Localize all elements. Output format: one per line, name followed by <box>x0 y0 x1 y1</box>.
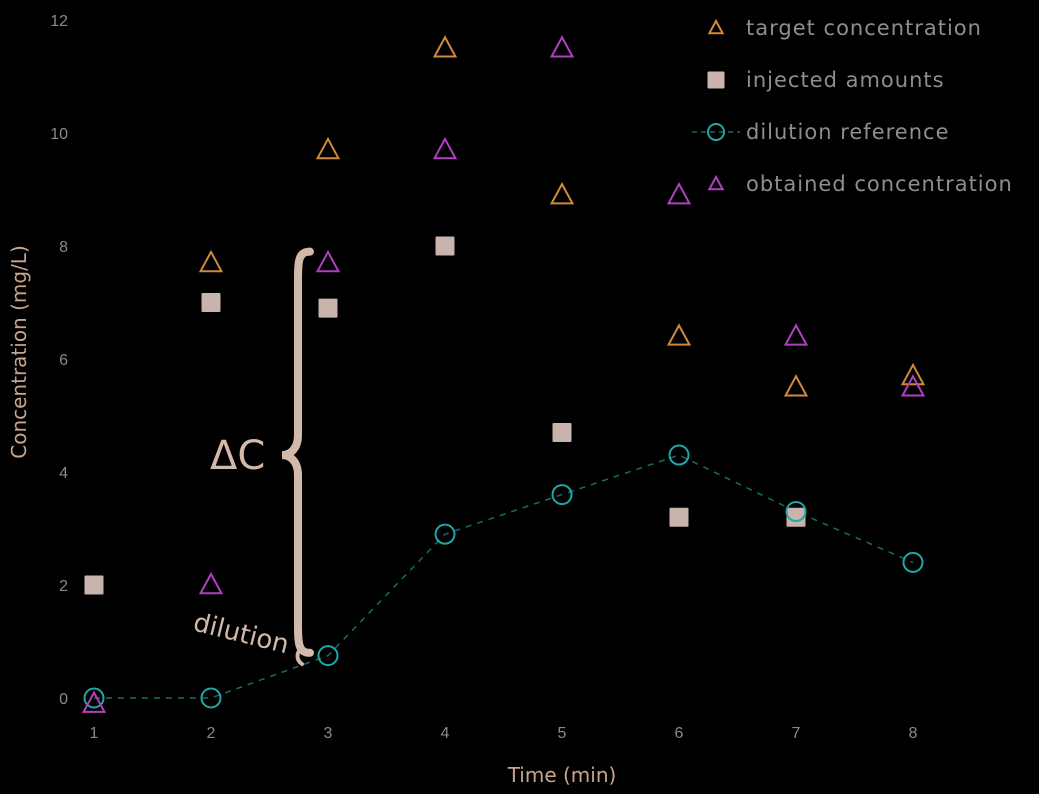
legend-marker <box>707 174 725 191</box>
data-point <box>198 249 224 273</box>
data-point <box>315 249 341 273</box>
delta-c-brace <box>281 247 314 657</box>
data-point <box>666 182 692 205</box>
y-tick-label: 12 <box>50 13 68 30</box>
x-axis-ticks: 1 2 3 4 5 6 7 8 <box>90 725 918 742</box>
data-point <box>549 182 575 205</box>
x-tick-label: 6 <box>675 725 684 742</box>
legend-label: dilution reference <box>746 120 949 144</box>
data-point <box>785 501 807 523</box>
data-point <box>666 323 692 346</box>
dilution-brace <box>295 646 304 666</box>
x-tick-label: 8 <box>909 725 918 742</box>
legend-item: injected amounts <box>707 68 945 92</box>
series-2 <box>83 444 924 709</box>
data-point <box>318 298 338 318</box>
x-tick-label: 5 <box>558 725 567 742</box>
series-line-2 <box>94 454 914 699</box>
y-tick-label: 10 <box>50 126 68 143</box>
legend-marker <box>707 18 725 35</box>
data-point <box>668 444 690 466</box>
data-point <box>432 136 458 160</box>
dilution-label: dilution <box>190 608 292 661</box>
data-point <box>200 687 222 709</box>
y-tick-label: 6 <box>59 352 68 369</box>
series-1 <box>84 236 806 595</box>
x-tick-label: 4 <box>441 725 450 742</box>
x-tick-label: 7 <box>792 725 801 742</box>
legend: target concentration injected amounts dilu… <box>692 16 1013 196</box>
data-point <box>900 374 926 397</box>
legend-marker <box>707 123 725 141</box>
legend-marker <box>707 71 725 89</box>
y-tick-label: 0 <box>59 691 68 708</box>
legend-label: obtained concentration <box>746 172 1013 196</box>
data-point <box>669 507 689 527</box>
data-point <box>434 523 456 545</box>
y-tick-label: 4 <box>59 465 68 482</box>
series-3 <box>81 35 926 713</box>
data-point <box>201 293 221 312</box>
data-point <box>786 507 806 527</box>
plot-area <box>81 35 926 713</box>
y-tick-label: 2 <box>59 578 68 595</box>
data-point <box>900 362 926 386</box>
legend-label: target concentration <box>746 16 982 40</box>
delta-c-label: ΔC <box>210 433 265 479</box>
data-point <box>552 422 572 442</box>
data-point <box>315 136 341 160</box>
legend-item: target concentration <box>707 16 982 40</box>
y-axis-ticks: 0 2 4 6 8 10 12 <box>50 13 68 708</box>
data-point <box>549 35 575 58</box>
data-point <box>198 571 224 595</box>
data-point <box>83 687 105 709</box>
y-tick-label: 8 <box>59 239 68 256</box>
x-tick-label: 1 <box>90 725 99 742</box>
x-axis-title: Time (min) <box>507 763 617 787</box>
series-0 <box>198 35 926 397</box>
x-tick-label: 2 <box>207 725 216 742</box>
data-point <box>783 374 809 397</box>
annotations: ΔC dilution <box>190 247 314 666</box>
y-axis-title: Concentration (mg/L) <box>7 245 31 459</box>
legend-item: dilution reference <box>692 120 949 144</box>
x-tick-label: 3 <box>324 725 333 742</box>
data-point <box>783 323 809 346</box>
data-point <box>432 35 458 58</box>
legend-item: obtained concentration <box>707 172 1013 196</box>
data-point <box>81 690 107 713</box>
data-point <box>902 551 924 573</box>
legend-label: injected amounts <box>746 68 945 92</box>
data-point <box>317 645 339 667</box>
data-point <box>435 236 455 256</box>
data-point <box>84 575 104 595</box>
data-point <box>551 484 573 506</box>
